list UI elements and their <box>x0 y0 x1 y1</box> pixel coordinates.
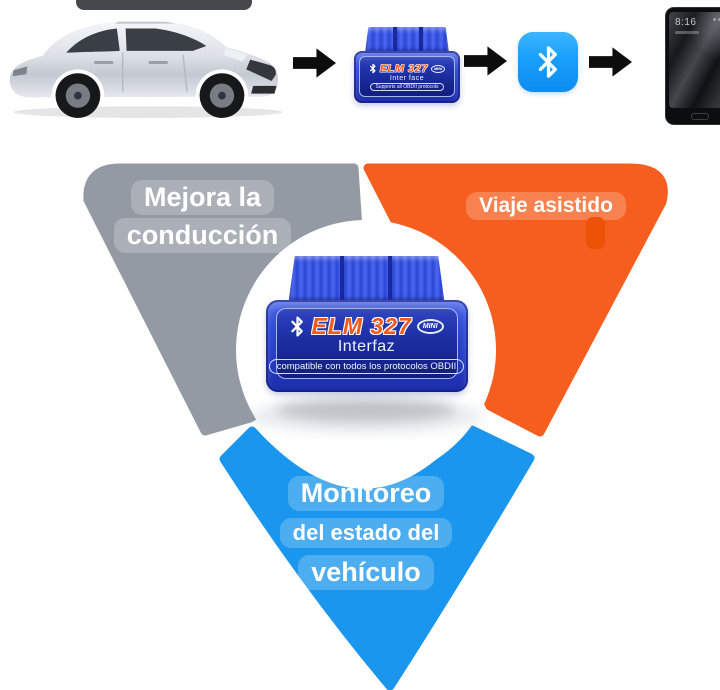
obd-body: ELM 327 MINI Inter face Supports all OBD… <box>354 51 460 103</box>
phone-home-button <box>691 113 709 120</box>
car-wheel-front <box>199 73 245 118</box>
segment-label-line: conducción <box>113 218 292 253</box>
obd-adapter-flow: ELM 327 MINI Inter face Supports all OBD… <box>354 27 460 103</box>
car-grille <box>246 59 276 82</box>
car-shadow <box>13 106 283 118</box>
smartphone-image: 8:16 <box>665 7 720 125</box>
segment-blue <box>219 425 535 690</box>
bluetooth-app-icon <box>518 32 578 92</box>
adapter-subtitle: Inter face <box>389 75 425 82</box>
car-window-rear <box>66 28 120 53</box>
segment-label-orange: Viaje asistido <box>465 192 627 249</box>
car-headlight <box>222 47 248 62</box>
obd-connector <box>365 27 449 53</box>
phone-status-icons <box>713 18 720 21</box>
car-window-front <box>125 28 207 51</box>
obd-adapter-center: ELM 327 MINI Interfaz compatible con tod… <box>265 256 468 392</box>
flow-arrow-icon <box>293 48 336 78</box>
photo-crop-edge <box>76 0 252 10</box>
car-door-seam <box>182 54 188 92</box>
bluetooth-icon <box>538 46 557 78</box>
obd-connector <box>288 256 445 302</box>
car-taillight <box>12 66 28 77</box>
segment-label-line: Mejora la <box>130 180 275 215</box>
segment-label-line: Monitoreo <box>287 476 445 511</box>
adapter-tagline: Supports all OBDII protocols <box>370 83 444 91</box>
flow-arrow-icon <box>464 46 507 76</box>
segment-label-gray: Mejora la conducción <box>95 180 310 253</box>
car-image <box>9 21 283 122</box>
segment-label-blue: Monitoreo del estado del vehículo <box>253 476 479 590</box>
bluetooth-icon <box>291 316 304 337</box>
orange-cursor-pill <box>586 217 605 249</box>
car-roofline <box>114 21 176 24</box>
flow-arrow-icon <box>589 47 632 77</box>
adapter-brand: ELM 327 <box>379 62 428 75</box>
obd-body: ELM 327 MINI Interfaz compatible con tod… <box>265 300 468 392</box>
segment-label-line: Viaje asistido <box>466 192 626 220</box>
phone-screen: 8:16 <box>669 12 720 108</box>
adapter-brand: ELM 327 <box>311 313 412 339</box>
segment-label-line: del estado del <box>279 518 453 548</box>
adapter-tagline: compatible con todos los protocolos OBDI… <box>268 359 465 374</box>
adapter-subtitle: Interfaz <box>337 338 396 355</box>
obd-label-panel: ELM 327 MINI Inter face Supports all OBD… <box>359 56 455 97</box>
mini-badge: MINI <box>430 64 446 73</box>
phone-date-blur <box>675 31 699 34</box>
car-wheel-rear <box>55 73 101 118</box>
car-bumper-intake <box>251 85 277 94</box>
obd-label-panel: ELM 327 MINI Interfaz compatible con tod… <box>268 308 465 379</box>
mini-badge: MINI <box>416 319 444 334</box>
bluetooth-icon <box>369 63 376 74</box>
segment-label-line: vehículo <box>298 555 434 590</box>
device-shadow-core <box>276 398 456 422</box>
phone-clock: 8:16 <box>675 17 697 28</box>
